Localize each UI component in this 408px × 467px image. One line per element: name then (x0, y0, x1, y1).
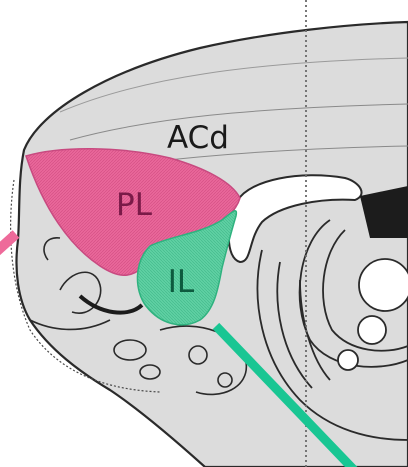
pl-label: PL (116, 187, 153, 223)
acd-label: ACd (167, 120, 229, 156)
pink-probe (0, 234, 16, 252)
il-label: IL (168, 264, 195, 300)
